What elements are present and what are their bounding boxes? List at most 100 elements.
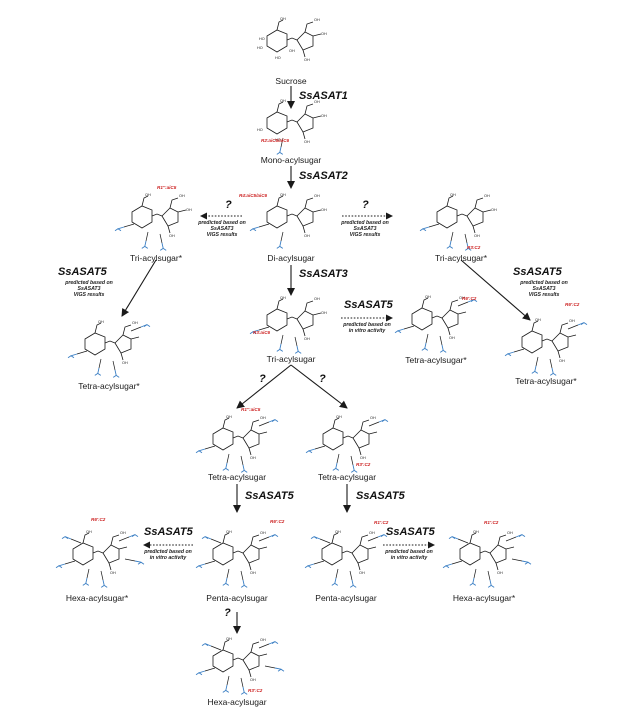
svg-text:OH: OH <box>321 311 327 315</box>
svg-text:OH: OH <box>314 100 320 104</box>
svg-text:OH: OH <box>226 637 232 641</box>
svg-text:OH: OH <box>110 571 116 575</box>
svg-text:OH: OH <box>559 359 565 363</box>
label-tri-acylsugar-left: Tri-acylsugar* <box>129 253 183 263</box>
svg-text:OH: OH <box>360 456 366 460</box>
svg-text:OH: OH <box>336 415 342 419</box>
svg-text:OH: OH <box>425 295 431 299</box>
enzyme-label-asat2: SsASAT2 <box>299 170 348 182</box>
svg-text:OH: OH <box>335 530 341 534</box>
unknown-enzyme-mark: ? <box>259 373 266 385</box>
svg-text:OH: OH <box>507 531 513 535</box>
position-label-mono: R2:aiC5/aiC6 <box>261 138 290 143</box>
svg-text:OH: OH <box>314 194 320 198</box>
arrow-tri-to-tetra-c2 <box>290 364 348 409</box>
svg-text:OH: OH <box>314 297 320 301</box>
unknown-enzyme-mark: ? <box>225 199 232 211</box>
svg-text:OH: OH <box>260 638 266 642</box>
tetra-acylsugar-c1-structure: OH OH OH <box>195 415 279 473</box>
position-label-hexa-right: R1':C2 <box>484 520 499 525</box>
svg-text:OH: OH <box>120 531 126 535</box>
svg-text:OH: OH <box>497 571 503 575</box>
svg-text:OH: OH <box>260 416 266 420</box>
svg-text:OH: OH <box>280 296 286 300</box>
svg-text:OH: OH <box>250 456 256 460</box>
svg-text:OH: OH <box>474 234 480 238</box>
label-tri-acylsugar-center: Tri-acylsugar <box>266 354 316 364</box>
unknown-enzyme-mark: ? <box>319 373 326 385</box>
svg-text:OH: OH <box>321 114 327 118</box>
label-mono-acylsugar: Mono-acylsugar <box>260 155 322 165</box>
enzyme-label-asat5-bottom-left: SsASAT5 <box>144 526 193 538</box>
enzyme-label-asat5-left: SsASAT5 <box>58 266 107 278</box>
svg-text:OH: OH <box>449 336 455 340</box>
enzyme-label-asat3: SsASAT3 <box>299 268 348 280</box>
position-label-tetra-far-right: R6':C2 <box>565 302 580 307</box>
svg-text:OH: OH <box>535 318 541 322</box>
svg-text:OH: OH <box>304 337 310 341</box>
label-hexa-acylsugar-bottom: Hexa-acylsugar <box>207 697 267 707</box>
svg-text:OH: OH <box>304 234 310 238</box>
svg-text:OH: OH <box>304 58 310 62</box>
svg-text:OH: OH <box>86 530 92 534</box>
label-penta-acylsugar-1: Penta-acylsugar <box>206 593 268 603</box>
label-tetra-acylsugar-mid-right: Tetra-acylsugar* <box>405 355 467 365</box>
svg-text:OH: OH <box>484 194 490 198</box>
position-label-hexa-bottom: R3':C2 <box>248 688 263 693</box>
arrow-tri-to-tetra-c1 <box>236 364 292 409</box>
reaction-arrows <box>121 86 531 634</box>
tri-acylsugar-center-structure: OH OH OH OH <box>249 296 327 354</box>
hexa-acylsugar-right-structure: OH OH OH <box>442 530 532 588</box>
svg-text:OH: OH <box>250 571 256 575</box>
svg-text:OH: OH <box>132 321 138 325</box>
svg-text:OH: OH <box>98 320 104 324</box>
svg-text:HO: HO <box>275 56 281 60</box>
svg-text:OH: OH <box>179 194 185 198</box>
position-label-tetra-mid-right: R6':C2 <box>462 296 477 301</box>
position-label-tri-left: R1'':aiC5 <box>157 185 177 190</box>
position-label-penta-1: R6':C2 <box>270 519 285 524</box>
enzyme-label-asat5-bottom-right: SsASAT5 <box>386 526 435 538</box>
svg-text:OH: OH <box>145 193 151 197</box>
svg-text:OH: OH <box>473 530 479 534</box>
label-hexa-acylsugar-left: Hexa-acylsugar* <box>65 593 129 603</box>
hexa-acylsugar-left-structure: OH OH OH <box>55 530 145 588</box>
label-tetra-acylsugar-far-right: Tetra-acylsugar* <box>515 376 577 386</box>
label-sucrose: Sucrose <box>275 76 307 86</box>
svg-text:OH: OH <box>260 531 266 535</box>
svg-text:OH: OH <box>169 234 175 238</box>
position-label-penta-2: R1':C2 <box>374 520 389 525</box>
svg-text:OH: OH <box>280 99 286 103</box>
label-tetra-acylsugar-c2: Tetra-acylsugar <box>317 472 377 482</box>
svg-text:OH: OH <box>450 193 456 197</box>
arrow-trileft-to-tetraleft <box>121 259 157 317</box>
label-tetra-acylsugar-c1: Tetra-acylsugar <box>207 472 267 482</box>
svg-text:HO: HO <box>257 128 263 132</box>
svg-text:OH: OH <box>289 49 295 53</box>
svg-text:HO: HO <box>257 46 263 50</box>
unknown-enzyme-mark: ? <box>362 199 369 211</box>
enzyme-label-asat1: SsASAT1 <box>299 90 348 102</box>
label-hexa-acylsugar-right: Hexa-acylsugar* <box>452 593 516 603</box>
enzyme-label-asat5-mid: SsASAT5 <box>344 299 393 311</box>
svg-text:OH: OH <box>226 415 232 419</box>
svg-text:OH: OH <box>304 140 310 144</box>
label-penta-acylsugar-2: Penta-acylsugar <box>315 593 377 603</box>
svg-text:HO: HO <box>275 138 281 142</box>
position-label-tri-right: R3:C2 <box>467 245 481 250</box>
